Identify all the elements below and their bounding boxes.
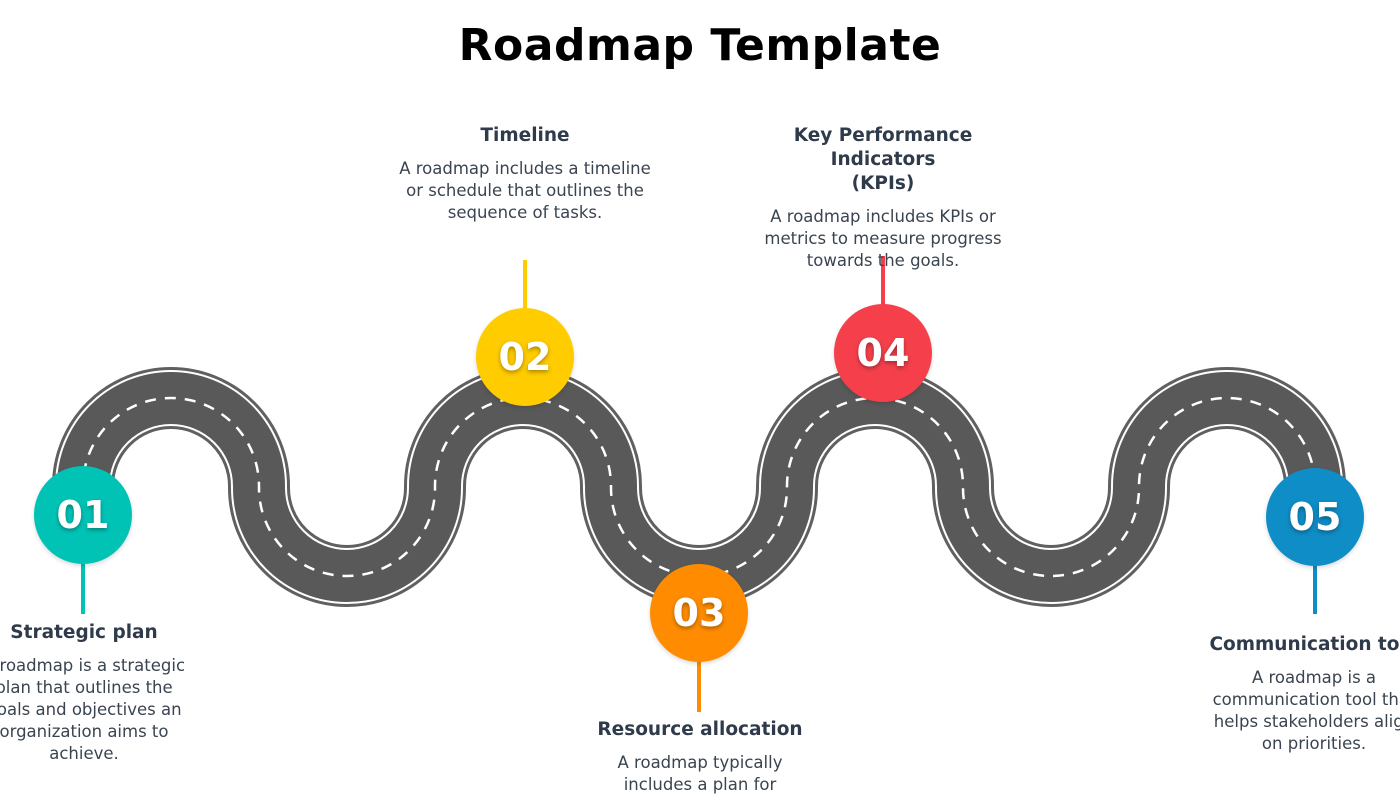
step-4-stem bbox=[881, 256, 885, 308]
step-1-stem bbox=[81, 560, 85, 614]
step-4-marker: 04 bbox=[834, 304, 932, 402]
step-1-heading: Strategic plan bbox=[10, 622, 158, 643]
step-3-stem bbox=[697, 658, 701, 712]
step-2-block: Timeline A roadmap includes a timeline o… bbox=[385, 124, 665, 224]
page-title: Roadmap Template bbox=[458, 20, 942, 71]
step-5-stem bbox=[1313, 562, 1317, 614]
step-1-marker: 01 bbox=[34, 466, 132, 564]
step-1-block: Strategic plan A roadmap is a strategic … bbox=[0, 621, 224, 765]
step-4-block: Key Performance Indicators (KPIs) A road… bbox=[743, 124, 1023, 272]
step-2-heading: Timeline bbox=[480, 125, 570, 146]
step-3-marker: 03 bbox=[650, 564, 748, 662]
step-1-number: 01 bbox=[56, 493, 110, 537]
step-5-number: 05 bbox=[1288, 495, 1342, 539]
step-1-text: A roadmap is a strategic plan that outli… bbox=[0, 656, 186, 763]
step-4-text: A roadmap includes KPIs or metrics to me… bbox=[764, 207, 1002, 270]
step-5-block: Communication tool A roadmap is a commun… bbox=[1174, 633, 1400, 755]
step-5-heading: Communication tool bbox=[1209, 634, 1400, 655]
step-2-stem bbox=[523, 260, 527, 312]
step-4-heading: Key Performance Indicators (KPIs) bbox=[793, 125, 973, 194]
step-3-text: A roadmap typically includes a plan for bbox=[617, 753, 783, 794]
step-3-number: 03 bbox=[672, 591, 726, 635]
step-3-block: Resource allocation A roadmap typically … bbox=[560, 718, 840, 796]
step-5-marker: 05 bbox=[1266, 468, 1364, 566]
step-4-number: 04 bbox=[856, 331, 910, 375]
step-3-heading: Resource allocation bbox=[597, 719, 803, 740]
step-2-number: 02 bbox=[498, 335, 552, 379]
step-2-marker: 02 bbox=[476, 308, 574, 406]
step-2-text: A roadmap includes a timeline or schedul… bbox=[399, 159, 651, 222]
step-5-text: A roadmap is a communication tool that h… bbox=[1212, 668, 1400, 753]
